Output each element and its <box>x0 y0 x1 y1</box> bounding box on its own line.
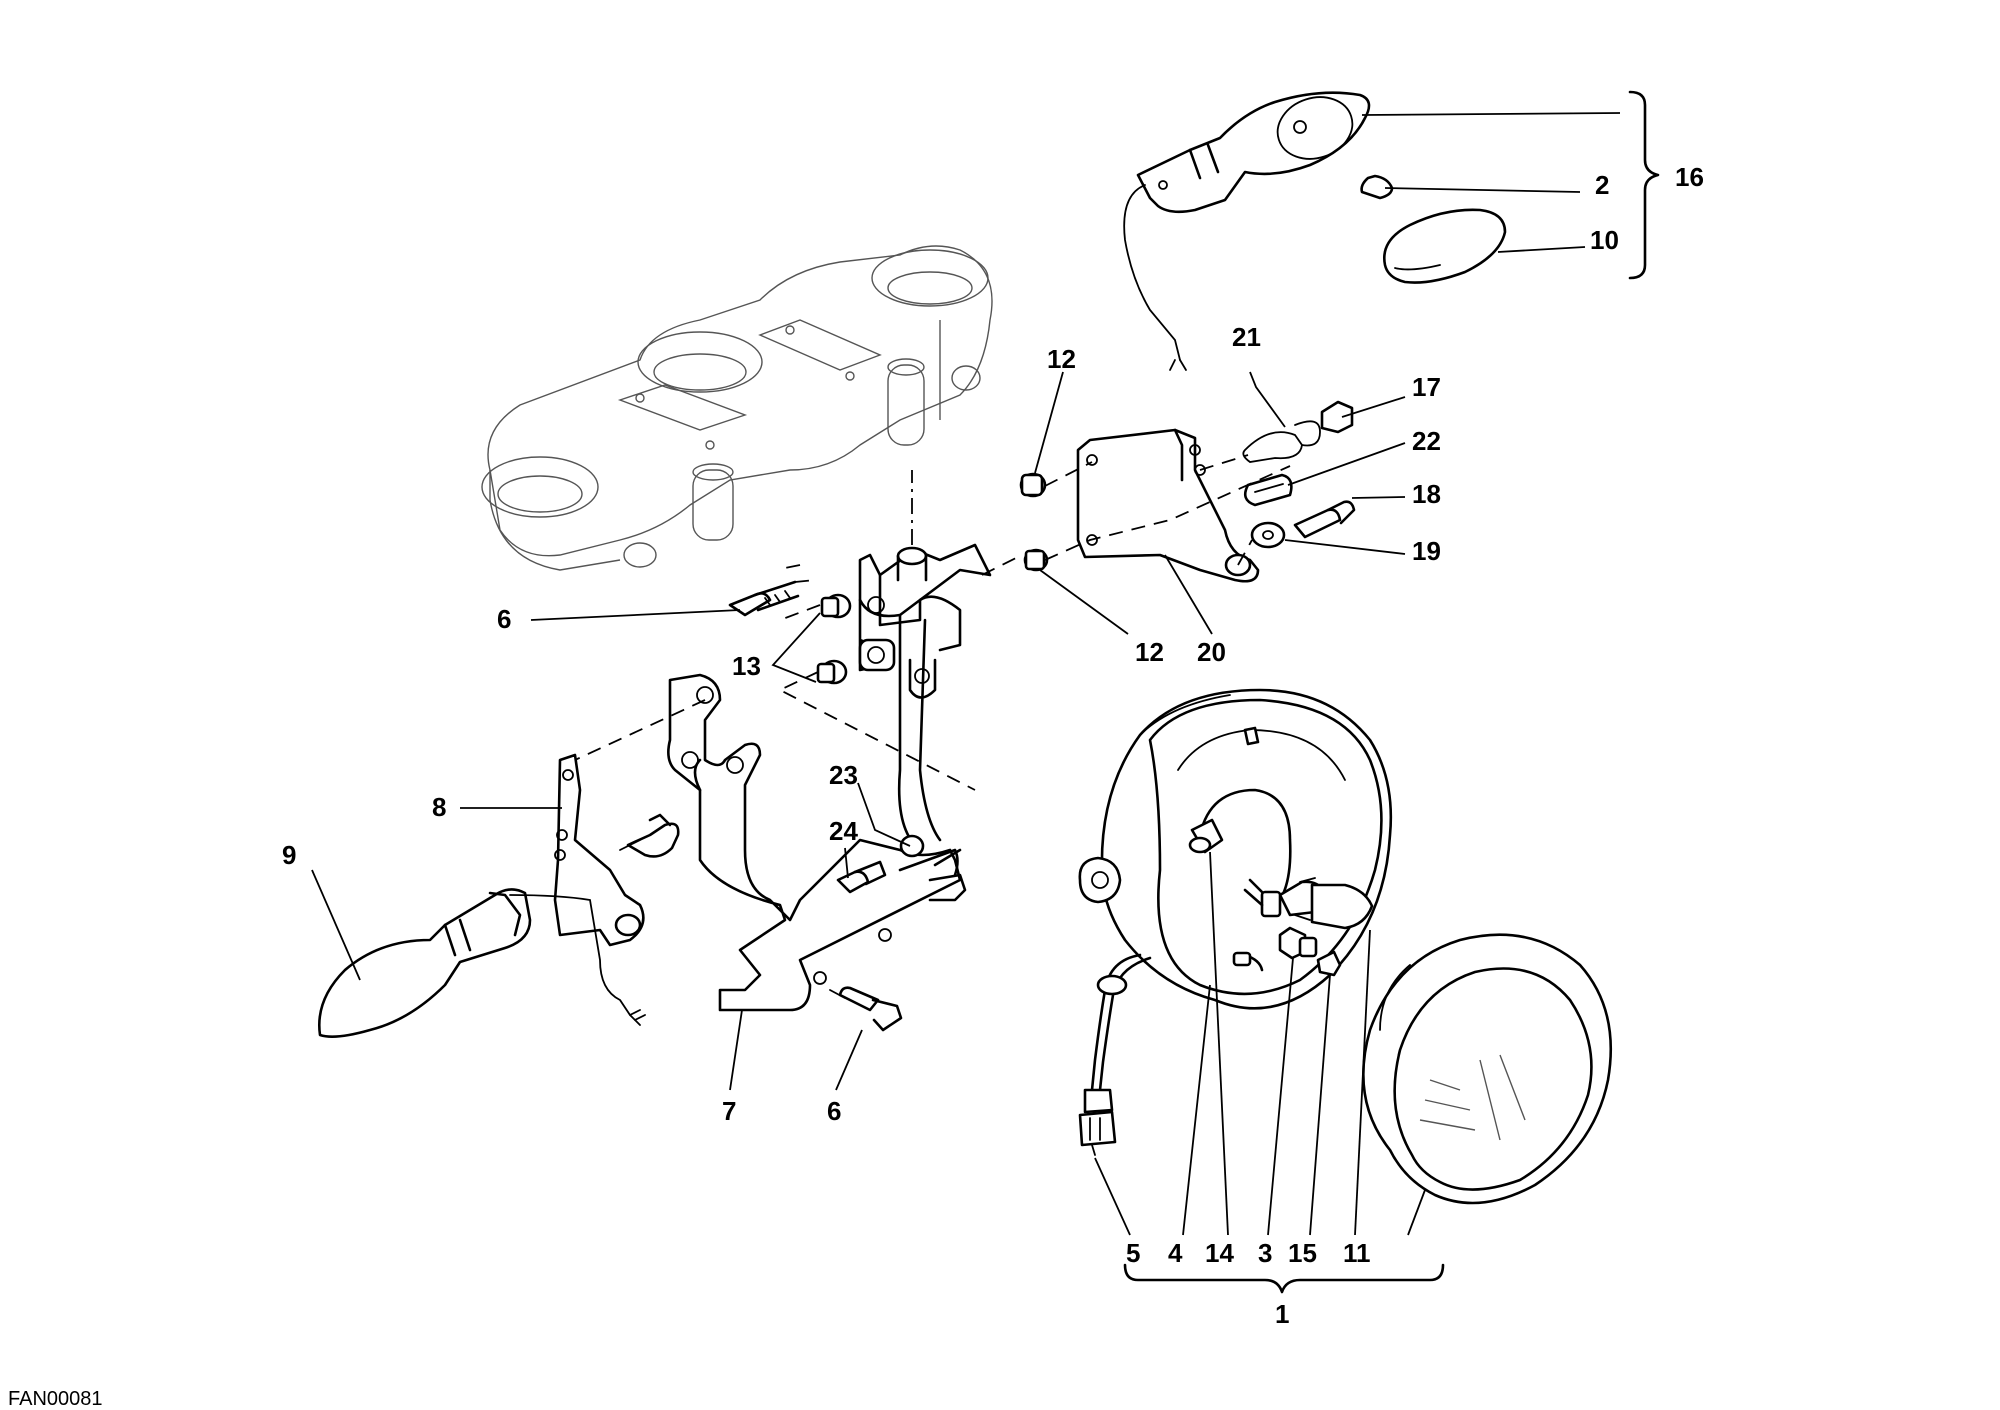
callout-12-upper: 12 <box>1047 344 1076 374</box>
callout-12-lower: 12 <box>1135 637 1164 667</box>
callout-5: 5 <box>1126 1238 1140 1268</box>
fasteners-drawing <box>728 580 925 1032</box>
callout-18: 18 <box>1412 479 1441 509</box>
callout-14: 14 <box>1205 1238 1234 1268</box>
callout-11: 11 <box>1343 1238 1371 1268</box>
callout-19: 19 <box>1412 536 1441 566</box>
callout-1: 1 <box>1275 1299 1289 1329</box>
callout-6-lower: 6 <box>827 1096 841 1126</box>
brace-16 <box>1628 90 1660 280</box>
callout-3: 3 <box>1258 1238 1272 1268</box>
headlight-drawing <box>1078 688 1393 1156</box>
callout-4: 4 <box>1168 1238 1183 1268</box>
callout-6-upper: 6 <box>497 604 511 634</box>
brace-1 <box>1123 1263 1445 1294</box>
callout-10: 10 <box>1590 225 1619 255</box>
right-bracket-drawing <box>1019 400 1356 583</box>
right-indicator-drawing <box>1123 91 1507 371</box>
callout-22: 22 <box>1412 426 1441 456</box>
callout-20: 20 <box>1197 637 1226 667</box>
callout-15: 15 <box>1288 1238 1317 1268</box>
callout-labels: 16 2 10 21 17 22 18 19 12 12 20 6 13 23 … <box>282 162 1704 1329</box>
drawing-code: FAN00081 <box>8 1388 103 1410</box>
callout-16: 16 <box>1675 162 1704 192</box>
callout-23: 23 <box>829 760 858 790</box>
headlight-lens-drawing <box>1362 933 1613 1205</box>
leader-lines <box>311 112 1621 1236</box>
triple-clamp-drawing <box>481 245 993 571</box>
callout-7: 7 <box>722 1096 736 1126</box>
headlight-support-bracket-drawing <box>667 543 992 1012</box>
left-indicator-drawing <box>318 753 680 1038</box>
callout-21: 21 <box>1232 322 1261 352</box>
callout-2: 2 <box>1595 170 1609 200</box>
callout-9: 9 <box>282 840 296 870</box>
callout-17: 17 <box>1412 372 1441 402</box>
callout-24: 24 <box>829 816 858 846</box>
alignment-lines <box>574 454 1291 791</box>
callout-13: 13 <box>732 651 761 681</box>
callout-8: 8 <box>432 792 446 822</box>
